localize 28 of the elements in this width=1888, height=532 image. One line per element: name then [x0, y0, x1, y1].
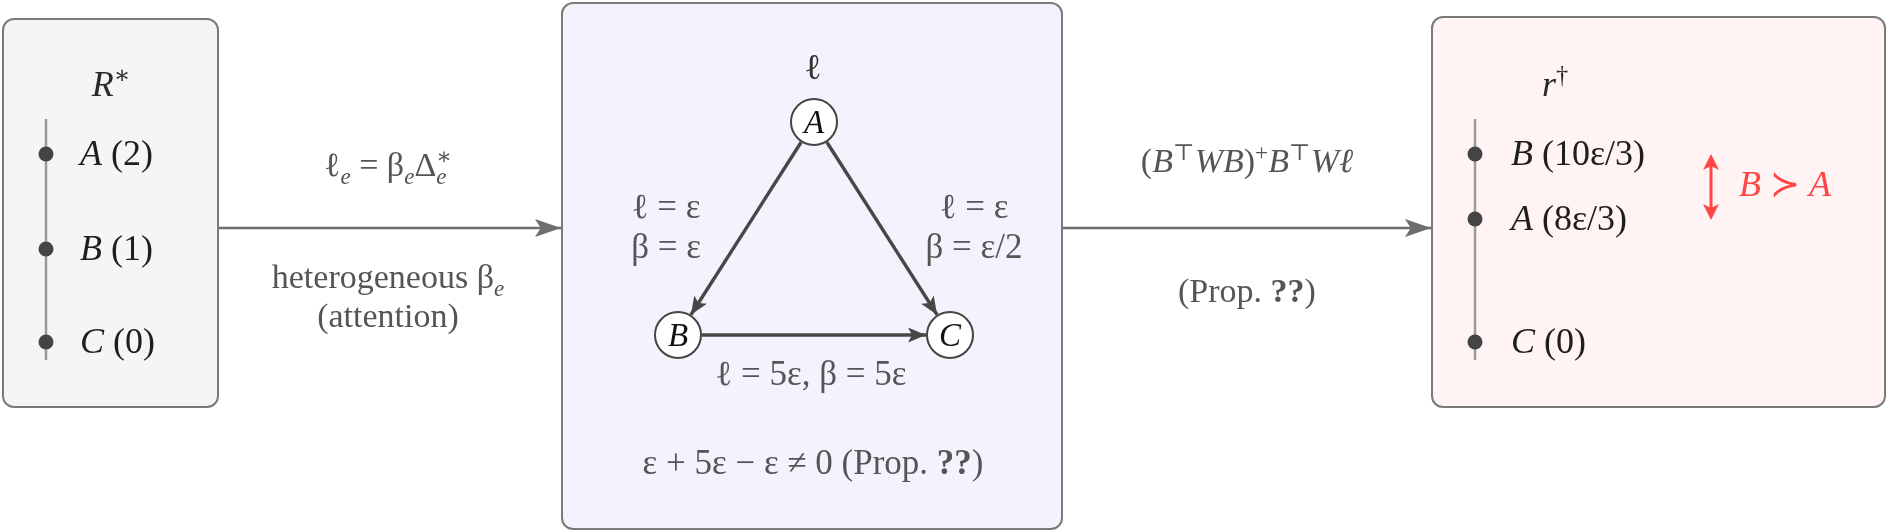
vertex-circle: C	[926, 311, 974, 359]
panel-title: R$^{∗}$	[91, 64, 131, 106]
arrow	[219, 219, 561, 237]
edge-label: ℓ = 5ε, β = 5ε	[715, 353, 907, 395]
arrow	[689, 141, 803, 316]
panel-title: ℓ	[804, 47, 822, 89]
arrow	[825, 141, 939, 316]
ranking-item: B (10ε/3)	[1511, 133, 1646, 175]
arrow-caption: heterogeneous β$_{e}$ (attention)	[270, 256, 506, 336]
ranking-item: B (1)	[80, 228, 153, 270]
arrow	[702, 327, 926, 343]
ranking-panel	[1431, 16, 1886, 408]
vertex-circle: A	[790, 98, 838, 146]
ranking-item: A (8ε/3)	[1511, 198, 1628, 240]
panel-title: r$^{†}$	[1541, 64, 1569, 106]
relation-label: B ≻ A	[1739, 164, 1831, 206]
ranking-panel	[2, 18, 219, 408]
ranking-item: C (0)	[80, 321, 155, 363]
edge-label: ℓ = ε β = ε	[631, 186, 701, 268]
edge-label: (B$^{⊤}$WB)$^{+}$B$^{⊤}$Wℓ	[1140, 141, 1354, 181]
arrow	[1063, 219, 1431, 237]
arrow-caption: (Prop. ??)	[1177, 271, 1317, 311]
graph-panel	[561, 2, 1063, 530]
vertex-circle: B	[654, 311, 702, 359]
edge-label: ℓ = ε β = ε/2	[925, 186, 1023, 268]
ranking-item: A (2)	[80, 133, 153, 175]
ranking-item: C (0)	[1511, 321, 1586, 363]
equation: ε + 5ε − ε ≠ 0 (Prop. ??)	[642, 442, 984, 484]
